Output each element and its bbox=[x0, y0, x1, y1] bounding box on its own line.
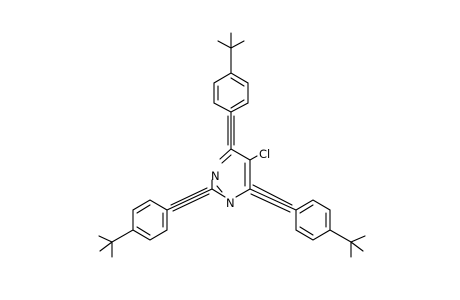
atom-label-n1: N bbox=[226, 196, 235, 210]
phenyl-left-double-3 bbox=[136, 204, 151, 214]
atom-label-n3: N bbox=[211, 169, 220, 183]
right-arm bbox=[249, 184, 366, 258]
alkyne-right-center bbox=[249, 188, 297, 211]
bond-n1-c2 bbox=[211, 188, 226, 198]
tbu-top-methyl-2 bbox=[217, 40, 232, 49]
bond-n1-c2-inner bbox=[216, 185, 223, 193]
left-arm bbox=[98, 187, 213, 258]
phenyl-top-double-2 bbox=[230, 77, 245, 87]
pyrimidine-ring bbox=[211, 148, 251, 198]
tbu-right-methyl-3 bbox=[350, 241, 364, 252]
phenyl-ring-top bbox=[213, 72, 249, 113]
phenyl-ring-right bbox=[295, 199, 331, 241]
alkyne-right-upper bbox=[252, 184, 293, 206]
top-arm bbox=[213, 32, 249, 150]
bond-c5-cl bbox=[249, 155, 258, 161]
phenyl-right-double-3 bbox=[299, 226, 314, 236]
tbu-right-stem bbox=[329, 229, 352, 243]
phenyl-right-double-1 bbox=[299, 204, 314, 214]
tbu-left-methyl-3 bbox=[99, 241, 113, 252]
alkyne-left-lower bbox=[172, 193, 210, 212]
tbu-top-methyl-3 bbox=[230, 40, 245, 49]
alkyne-left-upper bbox=[170, 187, 208, 206]
phenyl-top-double-3 bbox=[230, 99, 245, 109]
alkyne-right-lower bbox=[250, 193, 291, 213]
bond-n3-c4-inner bbox=[221, 154, 232, 164]
alkyne-left-center bbox=[166, 188, 213, 211]
tbu-right-methyl-1 bbox=[350, 235, 366, 243]
bond-c4-c5 bbox=[230, 148, 251, 161]
atom-label-cl: Cl bbox=[259, 147, 270, 161]
tbu-left-stem bbox=[111, 229, 134, 243]
tbu-left-methyl-1 bbox=[98, 235, 113, 243]
bond-c6-n1 bbox=[235, 188, 251, 198]
phenyl-left-double-2 bbox=[136, 226, 151, 236]
phenyl-ring-left bbox=[132, 199, 168, 241]
bond-n3-c4 bbox=[219, 148, 232, 160]
